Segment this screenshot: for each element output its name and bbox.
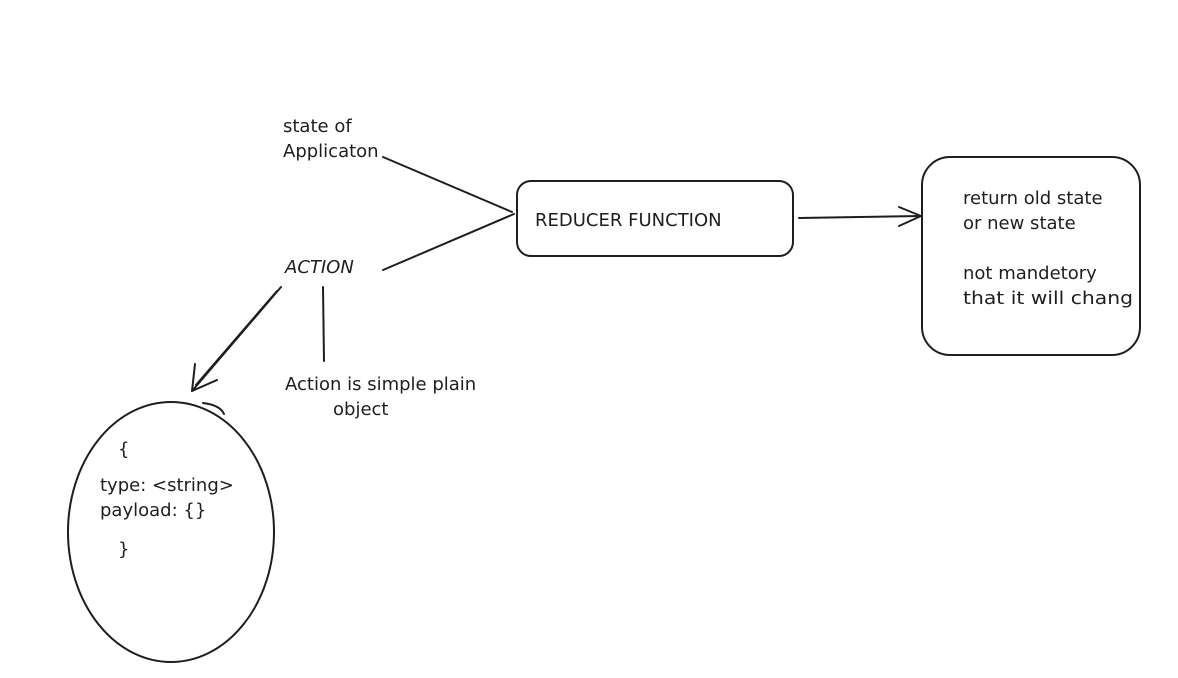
result-note-line1: not mandetory	[963, 263, 1097, 284]
reducer-to-result-arrow	[798, 215, 922, 219]
action-description-line	[322, 286, 325, 362]
result-box	[921, 156, 1141, 356]
result-note-line2: that it will chang	[963, 288, 1133, 309]
reducer-box	[516, 180, 794, 257]
reducer-label: REDUCER FUNCTION	[535, 210, 722, 231]
object-payload-field: payload: {}	[100, 500, 206, 521]
object-type-field: type: <string>	[100, 475, 234, 496]
state-to-reducer-line	[382, 156, 513, 213]
action-description-line1: Action is simple plain	[285, 374, 476, 395]
result-text-line1: return old state	[963, 188, 1103, 209]
result-text-line2: or new state	[963, 213, 1076, 234]
action-to-reducer-line	[382, 213, 515, 271]
action-to-object-arrow-sketch	[195, 290, 278, 386]
state-label-line2: Applicaton	[283, 141, 379, 162]
object-open-brace: {	[118, 439, 129, 460]
object-ellipse	[67, 401, 275, 663]
action-to-object-arrowhead	[191, 363, 218, 392]
action-description-line2: object	[333, 399, 388, 420]
object-ellipse-sketch	[202, 402, 225, 415]
object-close-brace: }	[118, 539, 129, 560]
action-label: ACTION	[284, 257, 354, 278]
state-label-line1: state of	[283, 116, 352, 137]
